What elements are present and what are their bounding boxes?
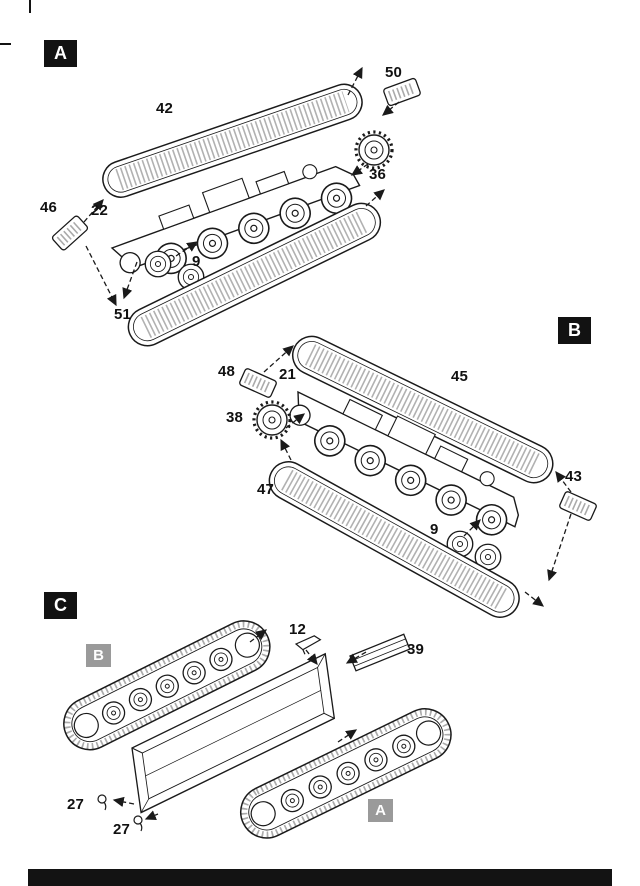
assembly-arrow (83, 199, 104, 223)
assembly-arrow (381, 101, 400, 116)
track-segment-46 (51, 215, 88, 251)
assembly-arrow (144, 810, 159, 821)
crop-mark-vertical (29, 0, 31, 13)
assembly-arrow (347, 66, 363, 96)
step-badge-a: A (44, 40, 77, 67)
assembly-arrow (85, 245, 117, 307)
assembly-arrow (463, 519, 481, 537)
part-callout-47: 47 (257, 481, 275, 498)
part-callout-46: 46 (40, 199, 58, 216)
step-c-illustration (63, 620, 452, 839)
track-segment-50 (383, 78, 421, 107)
part-callout-12: 12 (289, 621, 307, 638)
assembly-arrow (285, 413, 306, 429)
part-callout-38: 38 (226, 409, 244, 426)
assembly-arrow (175, 241, 199, 257)
sprocket-36 (354, 130, 394, 170)
step-badge-c: C (44, 592, 77, 619)
track-51 (127, 202, 382, 347)
assembly-arrow (547, 513, 572, 582)
step-a-illustration (51, 66, 421, 347)
step-b-illustration (239, 335, 597, 618)
bracket-12 (294, 635, 322, 655)
assembly-arrow (280, 438, 292, 461)
assembly-arrow (122, 261, 138, 300)
crop-mark-horizontal (0, 43, 11, 45)
part-callout-22: 22 (91, 202, 109, 219)
assembly-arrow (249, 629, 268, 643)
assembly-arrow (263, 345, 294, 373)
pin-27 (97, 794, 107, 811)
part-callout-9a: 9 (192, 253, 201, 270)
part-callout-39: 39 (407, 641, 425, 658)
track-42 (102, 83, 363, 198)
assembly-arrow (305, 649, 318, 666)
part-callout-42: 42 (156, 100, 174, 117)
assembly-arrow (337, 729, 358, 743)
pin-27 (133, 815, 143, 832)
part-callout-45: 45 (451, 368, 469, 385)
assembly-arrow (524, 591, 545, 607)
track-segment-48 (239, 368, 277, 398)
part-callout-27-1: 27 (67, 796, 85, 813)
assembly-badge-b: B (86, 644, 111, 667)
assembly-arrow (350, 163, 369, 176)
part-callout-27-2: 27 (113, 821, 131, 838)
part-callout-50: 50 (385, 64, 403, 81)
part-callout-36: 36 (369, 166, 387, 183)
track-segment-43 (559, 491, 597, 521)
sprocket-38 (252, 400, 292, 440)
assembly-badge-a: A (368, 799, 393, 822)
track-assembly-a (240, 708, 452, 839)
assembly-arrow (112, 796, 135, 808)
assembly-arrow (345, 651, 367, 664)
hull-22 (110, 164, 361, 279)
bottom-black-bar (28, 869, 612, 886)
road-wheel-9 (144, 250, 172, 278)
part-callout-51: 51 (114, 306, 132, 323)
part-callout-43: 43 (565, 468, 583, 485)
part-callout-9b: 9 (430, 521, 439, 538)
hull-tub (131, 652, 336, 814)
part-callout-21: 21 (279, 366, 297, 383)
assembly-arrow (555, 470, 572, 493)
assembly-arrow (365, 189, 385, 207)
channel-39 (349, 633, 411, 672)
step-badge-b: B (558, 317, 591, 344)
part-callout-48: 48 (218, 363, 236, 380)
track-47 (268, 461, 520, 618)
